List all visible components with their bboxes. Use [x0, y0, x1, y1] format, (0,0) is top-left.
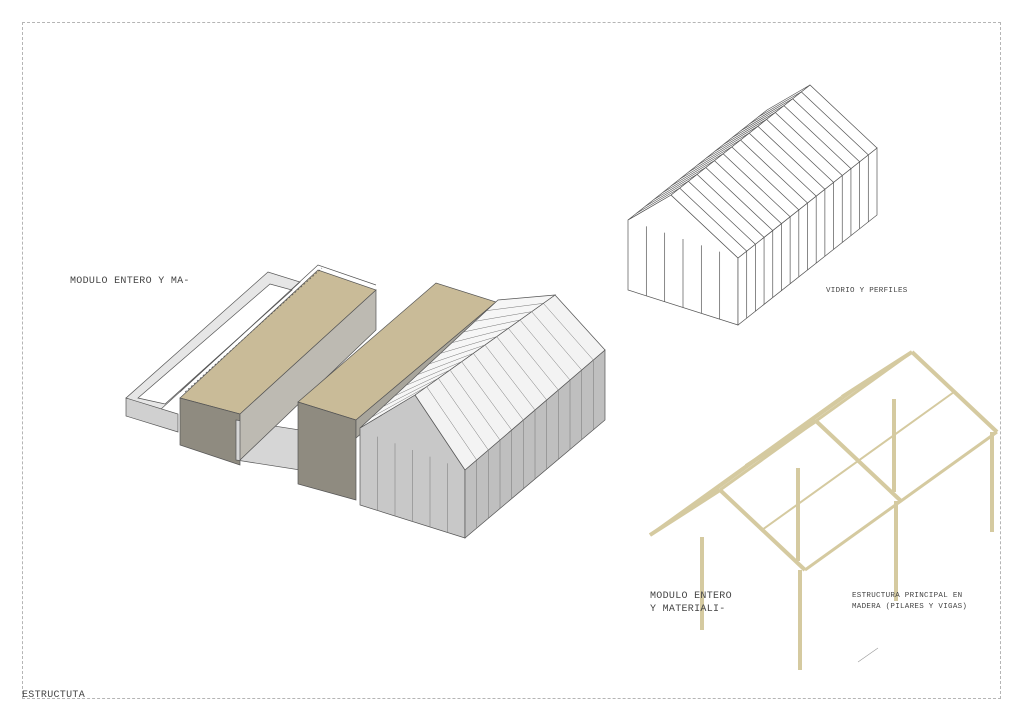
drawing-line	[714, 160, 782, 224]
drawing-line	[662, 167, 706, 193]
drawing-line	[645, 180, 689, 207]
drawing-line	[451, 328, 509, 343]
drawing-line	[697, 139, 741, 166]
drawing-line	[732, 112, 776, 138]
drawing-line	[684, 373, 878, 513]
drawing-line	[486, 303, 544, 311]
drawing-line	[394, 369, 451, 397]
label-module-materials-2: Y MATERIALI-	[650, 604, 726, 615]
sheet-title: ESTRUCTUTA	[22, 690, 86, 701]
drawing-line	[405, 361, 462, 386]
drawing-line	[719, 350, 913, 492]
drawing-line	[757, 125, 826, 190]
drawing-line	[688, 180, 756, 245]
drawing-line	[531, 311, 582, 371]
label-module-materials-1: MODULO ENTERO	[650, 591, 732, 602]
drawing-line	[417, 353, 474, 375]
drawing-line	[688, 146, 732, 173]
drawing-line	[761, 391, 955, 531]
greenhouse-glass-drawing	[627, 84, 878, 326]
drawing-line	[519, 319, 571, 381]
drawing-line	[731, 146, 800, 211]
drawing-line	[766, 119, 834, 183]
drawing-line	[371, 386, 427, 418]
drawing-line	[449, 369, 501, 441]
drawing-line	[740, 139, 808, 204]
drawing-line	[775, 112, 843, 176]
label-glass: VIDRIO Y PERFILES	[826, 287, 908, 295]
drawing-line	[653, 174, 698, 200]
drawing-line	[463, 319, 521, 333]
drawing-line	[679, 153, 724, 180]
wood-structure-drawing	[648, 350, 999, 670]
drawing-line	[706, 132, 750, 159]
drawing-line	[508, 328, 559, 391]
drawing-line	[440, 336, 497, 354]
drawing-line	[705, 167, 773, 231]
drawing-line	[748, 132, 817, 197]
drawing-line	[714, 125, 759, 152]
drawing-line	[792, 98, 860, 163]
drawing-line	[461, 361, 512, 431]
drawing-line	[783, 105, 852, 169]
drawing-line	[428, 344, 486, 365]
drawing-line	[474, 311, 532, 322]
drawing-line	[758, 91, 802, 118]
drawing-line	[740, 105, 785, 131]
drawing-line	[636, 187, 680, 214]
drawing-line	[473, 353, 524, 421]
drawing-line	[649, 395, 843, 537]
drawing-line	[696, 174, 765, 238]
drawing-line	[722, 153, 791, 218]
drawing-line	[496, 336, 547, 401]
drawing-line	[484, 344, 536, 411]
drawing-line	[382, 378, 439, 407]
drawing-line	[804, 430, 998, 572]
drawing-line	[438, 378, 489, 451]
drawing-line	[679, 187, 747, 252]
label-structure-1: ESTRUCTURA PRINCIPAL EN	[852, 592, 963, 600]
main-module-drawing	[125, 264, 606, 539]
drawing-line	[543, 303, 594, 361]
drawing-line	[910, 350, 999, 434]
sheet-frame	[22, 22, 1001, 699]
drawing-line	[723, 119, 767, 145]
label-module-main: MODULO ENTERO Y MA-	[70, 276, 190, 287]
drawing-line	[749, 98, 793, 125]
drawing-line	[671, 160, 715, 186]
drawing-line	[426, 386, 477, 461]
label-structure-2: MADERA (PILARES Y VIGAS)	[852, 603, 968, 611]
scale-mark	[857, 647, 879, 663]
drawing-line	[801, 91, 869, 156]
